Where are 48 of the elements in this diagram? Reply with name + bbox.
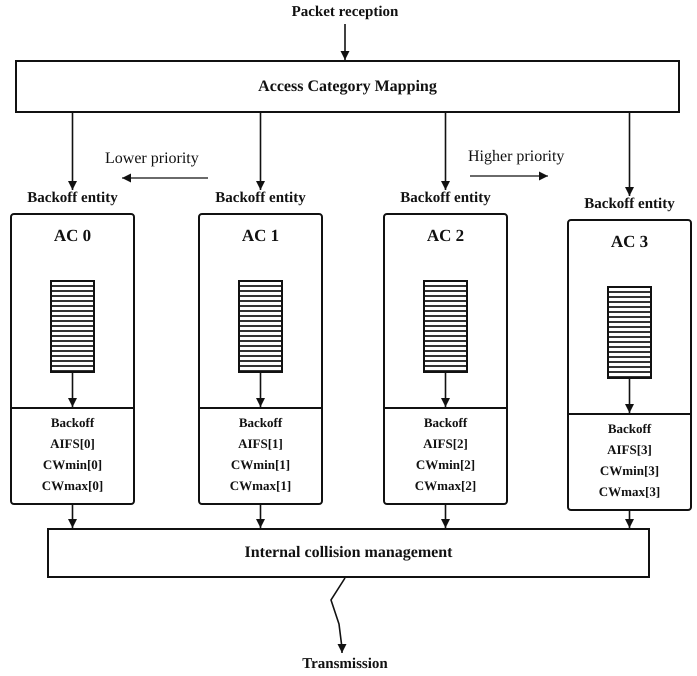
parameter-text: CWmin[0] bbox=[42, 457, 104, 473]
arrow bbox=[256, 113, 265, 190]
parameter-text: AIFS[1] bbox=[237, 436, 284, 452]
queue-stack bbox=[50, 280, 95, 373]
parameter-text: CWmax[0] bbox=[40, 478, 104, 494]
arrow bbox=[68, 505, 77, 528]
arrow bbox=[625, 511, 634, 528]
parameter-text: CWmin[3] bbox=[598, 463, 660, 479]
parameter-text: CWmax[3] bbox=[598, 484, 662, 500]
ac-label: AC 0 bbox=[52, 226, 92, 246]
priority-label: Higher priority bbox=[468, 148, 564, 166]
parameter-text: Backoff bbox=[606, 421, 652, 437]
parameter-text: AIFS[0] bbox=[49, 436, 96, 452]
arrow bbox=[441, 505, 450, 528]
arrow bbox=[256, 373, 265, 407]
arrow bbox=[441, 113, 450, 190]
entity-heading: Backoff entity bbox=[399, 190, 492, 207]
parameter-text: CWmin[1] bbox=[230, 457, 292, 473]
process-box: Internal collision management bbox=[47, 528, 650, 578]
parameter-text: AIFS[2] bbox=[422, 436, 469, 452]
arrow bbox=[68, 113, 77, 190]
priority-label: Lower priority bbox=[105, 150, 199, 168]
process-box: Access Category Mapping bbox=[15, 60, 680, 113]
parameter-text: CWmax[2] bbox=[414, 478, 478, 494]
arrow bbox=[256, 505, 265, 528]
arrow bbox=[625, 113, 634, 196]
entity-heading: Backoff entity bbox=[26, 190, 119, 207]
parameter-text: Backoff bbox=[238, 415, 284, 431]
arrow bbox=[330, 578, 346, 653]
parameter-text: AIFS[3] bbox=[606, 442, 653, 458]
entity-heading: Backoff entity bbox=[583, 196, 676, 213]
arrow bbox=[340, 24, 350, 60]
ac-label: AC 1 bbox=[240, 226, 280, 246]
queue-stack bbox=[607, 286, 652, 379]
ac-label: AC 2 bbox=[426, 226, 466, 246]
parameter-text: Backoff bbox=[422, 415, 468, 431]
flow-label: Transmission bbox=[275, 652, 415, 674]
queue-stack bbox=[238, 280, 283, 373]
parameter-text: CWmax[1] bbox=[228, 478, 292, 494]
parameter-text: Backoff bbox=[50, 415, 96, 431]
arrow bbox=[68, 373, 77, 407]
entity-heading: Backoff entity bbox=[214, 190, 307, 207]
flow-label: Packet reception bbox=[245, 0, 445, 24]
parameter-text: CWmin[2] bbox=[414, 457, 476, 473]
queue-stack bbox=[423, 280, 468, 373]
arrow bbox=[441, 373, 450, 407]
ac-label: AC 3 bbox=[610, 232, 650, 252]
arrow bbox=[625, 379, 634, 413]
